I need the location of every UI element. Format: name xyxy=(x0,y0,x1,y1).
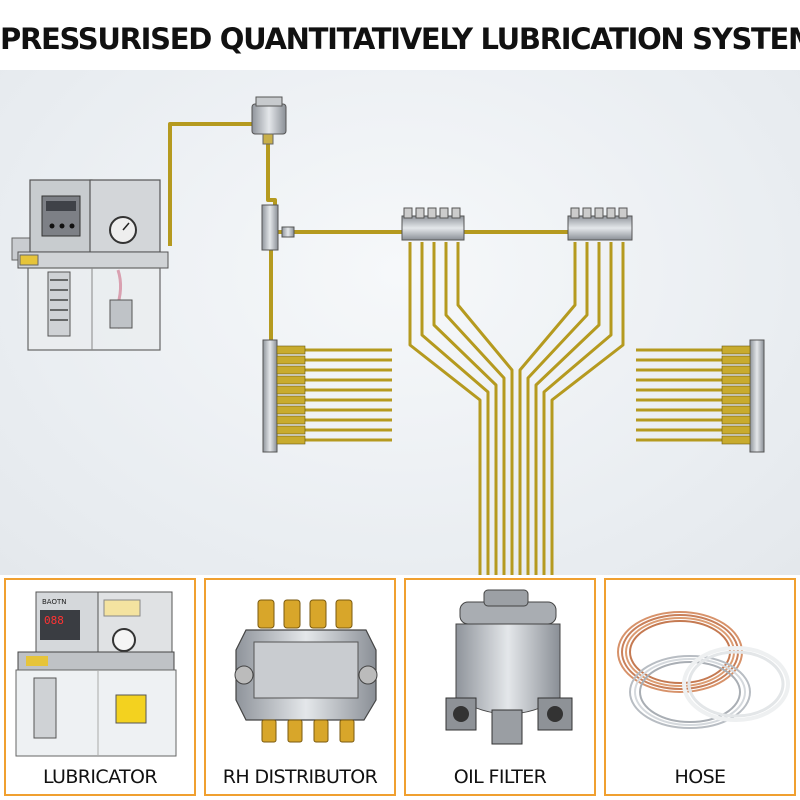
branch-tubing xyxy=(408,242,625,575)
page-title: PRESSURISED QUANTITATIVELY LUBRICATION S… xyxy=(0,22,800,56)
panel-label-rh-distributor: RH DISTRIBUTOR xyxy=(222,766,378,788)
panel-oil-filter: OIL FILTER xyxy=(404,578,596,796)
panel-hose: HOSE xyxy=(604,578,796,796)
lubricator-pump-unit xyxy=(11,179,169,351)
svg-text:BAOTN: BAOTN xyxy=(42,598,67,606)
main-supply-tubing xyxy=(168,122,570,343)
distributor-block-center-left xyxy=(401,207,465,241)
lubricator-pump-icon: 088 BAOTN xyxy=(15,591,177,757)
tee-junction xyxy=(261,204,279,251)
svg-text:088: 088 xyxy=(44,614,64,627)
hose-coil-icon xyxy=(617,611,790,729)
component-panels: 088 BAOTN LUBRICATOR xyxy=(0,578,800,800)
distributor-block-icon xyxy=(234,599,378,743)
distributor-block-center-right xyxy=(567,207,633,241)
lubrication-system-diagram xyxy=(11,96,765,575)
right-manifold xyxy=(636,339,765,453)
inline-oil-filter xyxy=(251,96,287,145)
system-diagram xyxy=(0,70,800,575)
tee-fitting xyxy=(281,226,295,238)
oil-filter-icon xyxy=(445,589,573,745)
panel-label-lubricator: LUBRICATOR xyxy=(43,766,158,788)
left-manifold xyxy=(262,339,392,453)
panel-label-oil-filter: OIL FILTER xyxy=(453,766,547,788)
panel-label-hose: HOSE xyxy=(674,766,727,788)
panel-lubricator: 088 BAOTN LUBRICATOR xyxy=(4,578,196,796)
panel-rh-distributor: RH DISTRIBUTOR xyxy=(204,578,396,796)
